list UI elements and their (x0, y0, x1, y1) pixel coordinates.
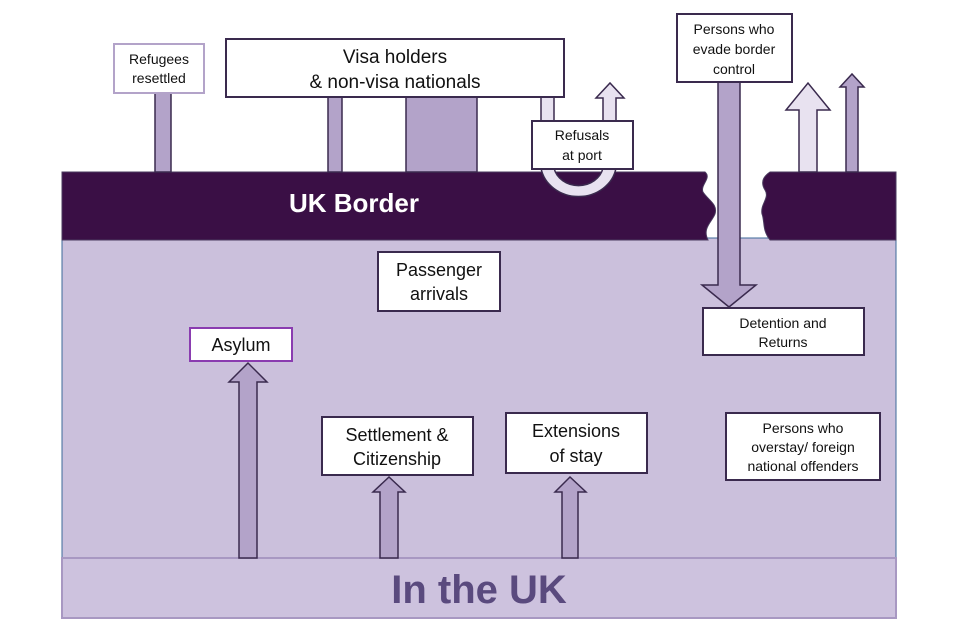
settlement-citizenship-box: Settlement & Citizenship (321, 416, 474, 476)
uk-border-band-right (761, 171, 897, 241)
asylum-label: Asylum (211, 335, 270, 355)
extensions-up-arrow (553, 475, 588, 559)
evade-line-1: Persons who (694, 21, 775, 37)
detention-line-2: Returns (758, 334, 807, 350)
departure-arrow-small (838, 72, 866, 173)
asylum-up-arrow (227, 361, 269, 559)
settlement-up-arrow (371, 475, 407, 559)
asylum-box: Asylum (189, 327, 293, 362)
evade-border-control-box: Persons who evade border control (676, 13, 793, 83)
in-uk-label: In the UK (391, 568, 567, 612)
visa-holders-box: Visa holders & non-visa nationals (225, 38, 565, 98)
overstay-line-2: overstay/ foreign (751, 439, 855, 455)
extensions-line-1: Extensions (532, 421, 620, 441)
detention-line-1: Detention and (739, 315, 826, 331)
settlement-line-2: Citizenship (353, 449, 441, 469)
refugees-connector (154, 91, 172, 173)
evade-line-2: evade border (693, 41, 776, 57)
in-uk-band (61, 557, 897, 619)
extensions-line-2: of stay (549, 446, 602, 466)
detention-returns-box: Detention and Returns (702, 307, 865, 356)
visa-connector-narrow (327, 96, 343, 173)
passenger-line-1: Passenger (396, 260, 482, 280)
refugees-line-2: resettled (132, 70, 186, 86)
visa-connector-wide (405, 96, 478, 173)
uk-border-band-left (61, 171, 717, 241)
overstay-offenders-box: Persons who overstay/ foreign national o… (725, 412, 881, 481)
refusals-line-2: at port (562, 147, 602, 163)
overstay-line-3: national offenders (747, 458, 858, 474)
refusals-at-port-box: Refusals at port (531, 120, 634, 170)
evade-down-arrow (699, 81, 759, 308)
departure-arrow-large (784, 81, 832, 173)
passenger-arrivals-box: Passenger arrivals (377, 251, 501, 312)
overstay-line-1: Persons who (763, 420, 844, 436)
extensions-of-stay-box: Extensions of stay (505, 412, 648, 474)
settlement-line-1: Settlement & (345, 425, 448, 445)
uk-border-label: UK Border (289, 188, 419, 218)
passenger-line-2: arrivals (410, 284, 468, 304)
visa-line-1: Visa holders (343, 47, 447, 68)
visa-line-2: & non-visa nationals (309, 72, 480, 93)
refugees-resettled-box: Refugees resettled (113, 43, 205, 94)
refugees-line-1: Refugees (129, 51, 189, 67)
evade-line-3: control (713, 61, 755, 77)
refusals-line-1: Refusals (555, 127, 609, 143)
